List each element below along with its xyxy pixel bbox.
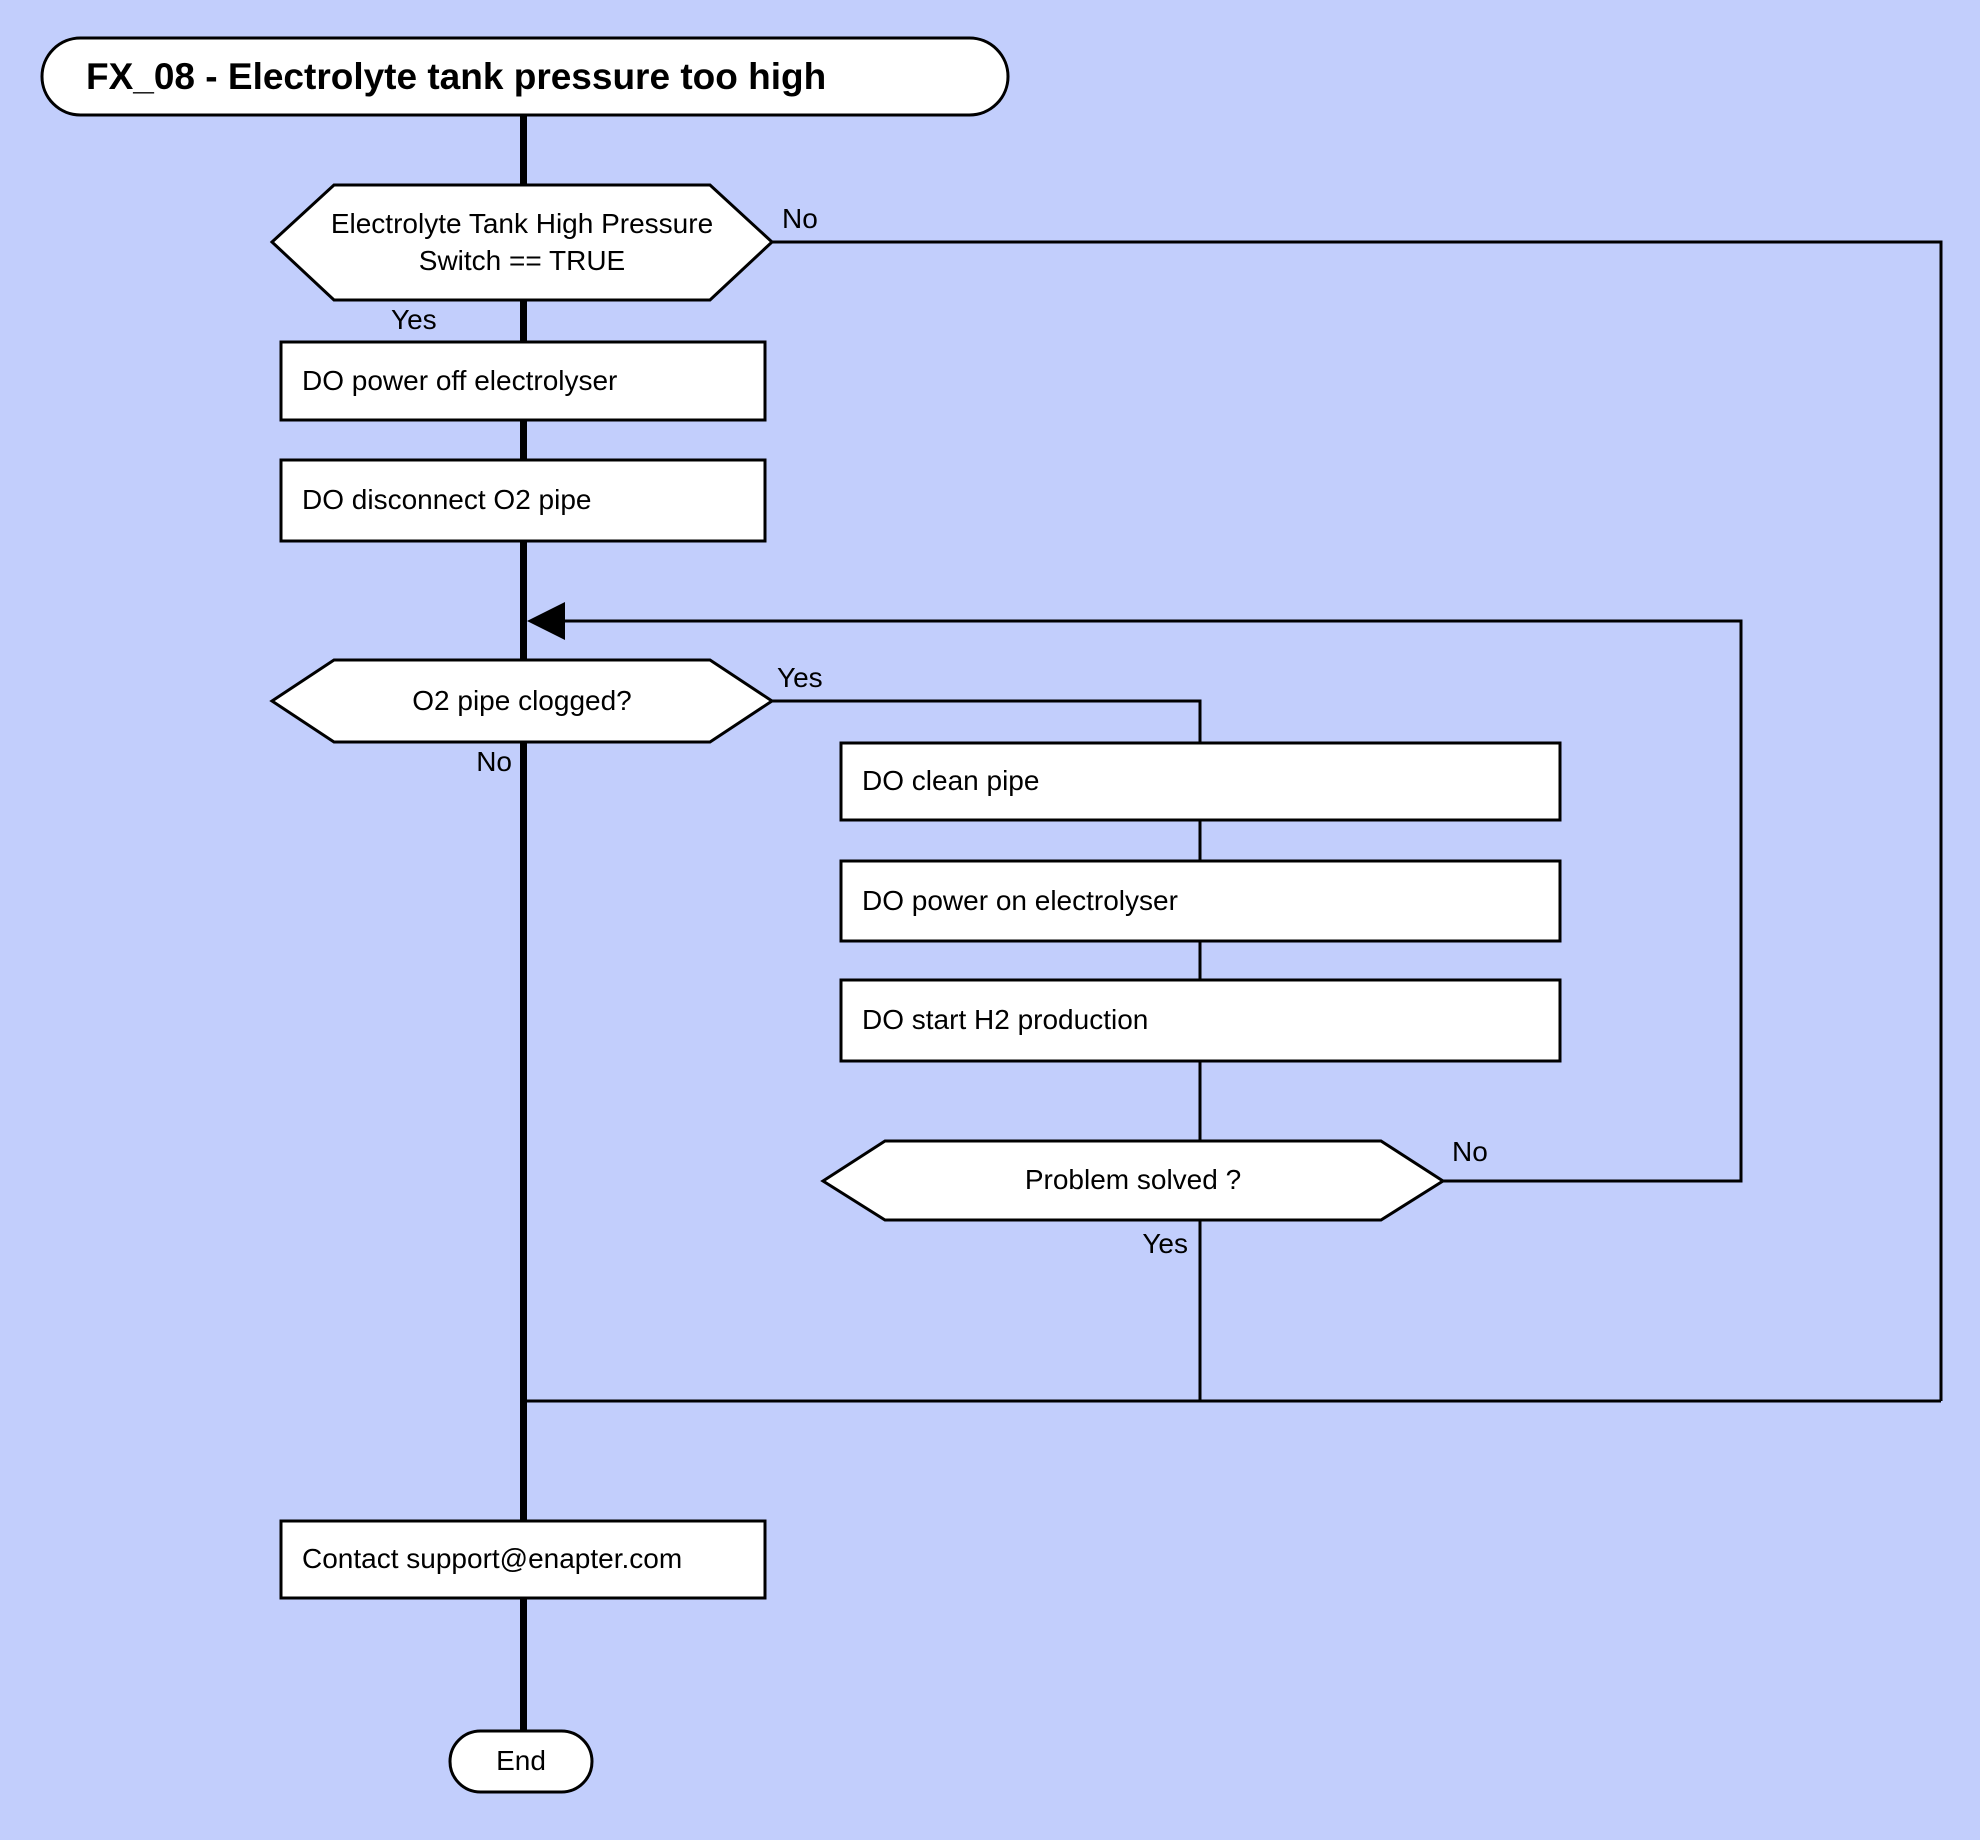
decision1-hexagon-shape (269, 183, 775, 302)
title-stadium-shape (40, 36, 1010, 117)
process-contact-shape (279, 1519, 767, 1600)
process-disconnect-shape (279, 458, 767, 543)
process-clean-pipe-shape (839, 741, 1562, 822)
edge-decision3-no-loop (563, 619, 1743, 1183)
process-start-h2-shape (839, 978, 1562, 1063)
loop-arrowhead-icon (527, 602, 565, 640)
decision2-hexagon-shape (269, 658, 775, 744)
process-power-off-shape (279, 340, 767, 422)
decision3-hexagon-shape (820, 1139, 1446, 1222)
process-power-on-shape (839, 859, 1562, 943)
end-terminator-shape (448, 1729, 594, 1794)
edge-decision2-yes-route (772, 699, 1202, 743)
edge-decision1-no-route (772, 240, 1943, 1401)
